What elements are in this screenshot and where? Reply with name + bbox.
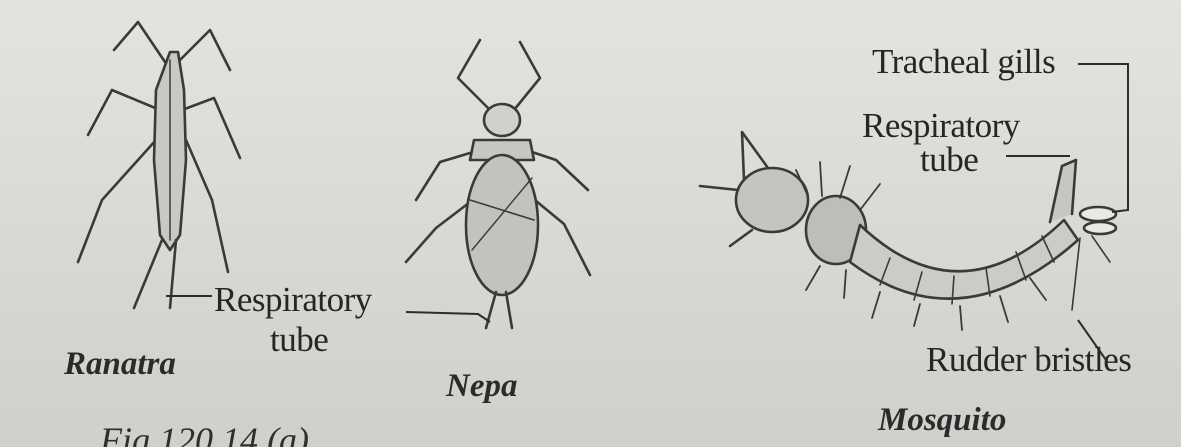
respiratory-tube-mosquito-label-line2: tube [920,142,978,177]
ranatra-drawing [78,22,240,308]
respiratory-tube-nepa-leader [406,312,490,322]
respiratory-tube-label-line2: tube [270,322,328,357]
mosquito-name: Mosquito [878,404,1006,437]
nepa-drawing [406,40,590,328]
mosquito-larva-drawing [700,132,1116,330]
respiratory-tube-mosquito-label-line1: Respiratory [862,108,1020,143]
tracheal-gills-leader [1078,64,1128,212]
rudder-bristles-label: Rudder bristles [926,342,1131,377]
ranatra-name: Ranatra [64,348,176,381]
figure-caption: Fig 120.14 (a) [100,422,309,447]
tracheal-gills-label: Tracheal gills [872,44,1055,79]
respiratory-tube-label-line1: Respiratory [214,282,372,317]
nepa-name: Nepa [446,370,517,403]
